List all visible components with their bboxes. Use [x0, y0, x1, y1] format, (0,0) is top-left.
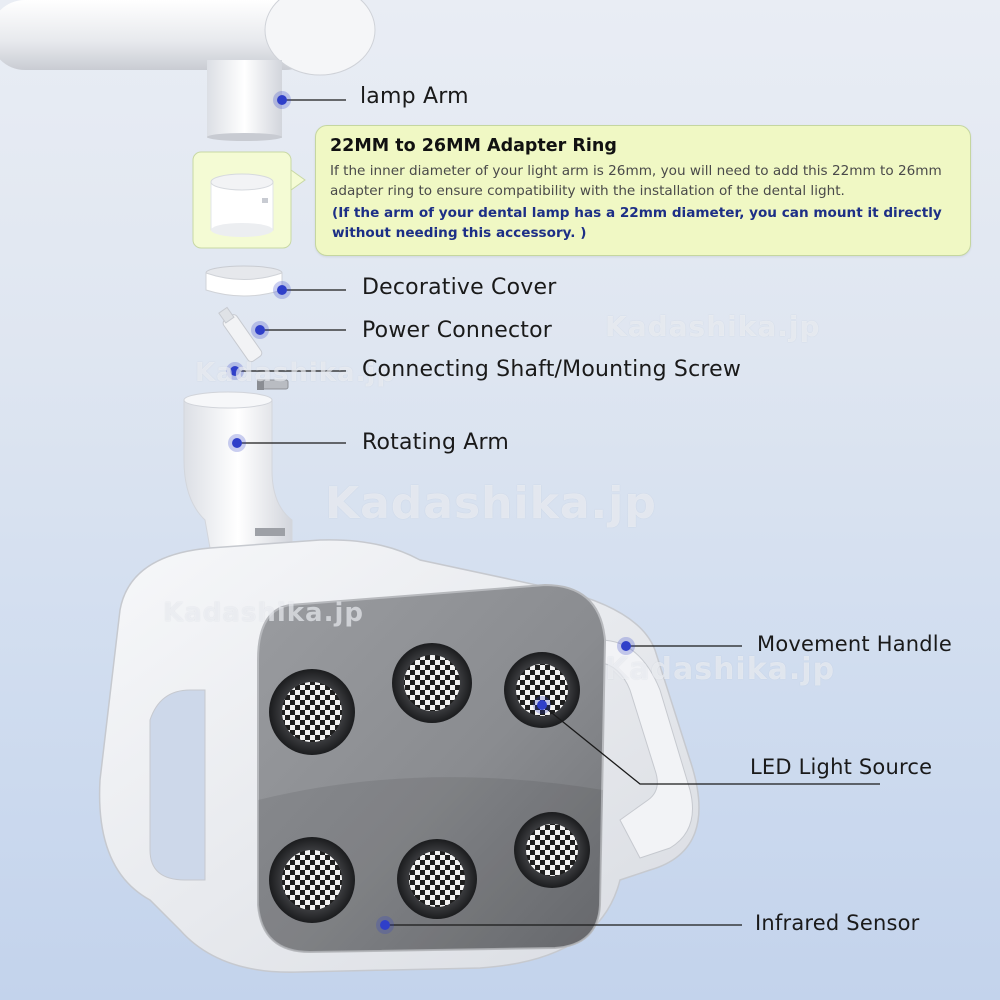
led-lights	[269, 643, 590, 923]
watermark: Kadashika.jp	[325, 478, 657, 529]
infrared-sensor-label: Infrared Sensor	[755, 911, 920, 935]
adapter-ring-callout: 22MM to 26MM Adapter Ring If the inner d…	[315, 125, 971, 256]
power-connector-label: Power Connector	[362, 318, 552, 343]
leader-lines	[235, 99, 880, 926]
lamp-arm-end	[264, 0, 376, 76]
lamp-arm-horizontal	[0, 0, 320, 70]
watermark: Kadashika.jp	[163, 598, 364, 628]
callout-title: 22MM to 26MM Adapter Ring	[330, 136, 617, 156]
callout-note: (If the arm of your dental lamp has a 22…	[332, 205, 942, 241]
led-light-source-label: LED Light Source	[750, 755, 933, 779]
watermark: Kadashika.jp	[605, 310, 821, 343]
power-connector-shape	[218, 306, 263, 363]
connecting-shaft-label: Connecting Shaft/Mounting Screw	[362, 357, 742, 382]
movement-handle-shape	[597, 639, 693, 859]
movement-handle-label: Movement Handle	[757, 632, 952, 656]
decorative-cover-label: Decorative Cover	[362, 275, 557, 300]
rotating-arm-shape	[183, 399, 293, 549]
callout-body: If the inner diameter of your light arm …	[330, 163, 942, 199]
left-handle-opening	[149, 689, 206, 881]
marker-dots	[230, 95, 631, 930]
lamp-arm-label: lamp Arm	[360, 84, 469, 109]
rotating-arm-label: Rotating Arm	[362, 430, 510, 455]
watermark: Kadashika.jp	[605, 652, 836, 687]
watermark: Kadashika.jp	[195, 358, 396, 388]
lamp-arm-stub	[207, 60, 282, 138]
